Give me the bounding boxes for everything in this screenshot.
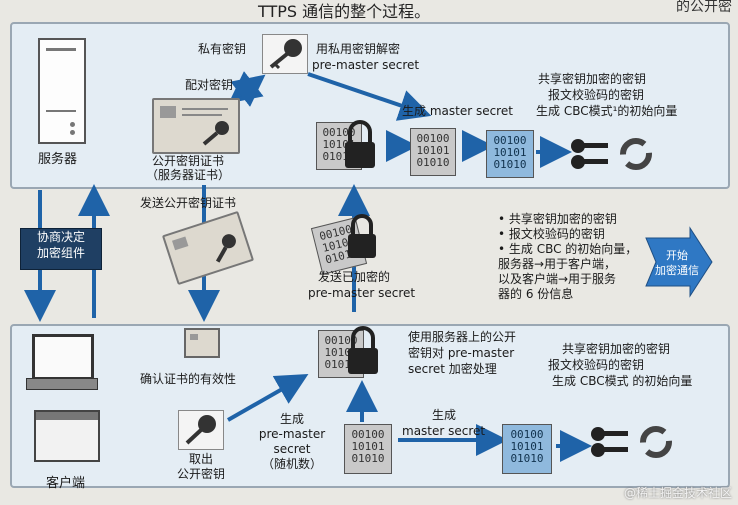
- client-gen-master-line2: master secret: [402, 424, 486, 438]
- watermark: @稀土掘金技术社区: [623, 486, 732, 500]
- send-encrypted-line1: 发送已加密的: [318, 270, 391, 284]
- client-keys-icon: [588, 422, 632, 462]
- cert-label-line2: （服务器证书）: [146, 168, 231, 182]
- server-refresh-icon: [616, 134, 656, 174]
- server-keys-icon: [568, 134, 612, 174]
- sent-certificate-icon: [161, 210, 255, 286]
- client-gen-master-line1: 生成: [432, 408, 457, 422]
- private-key-label: 私有密钥: [198, 42, 247, 56]
- take-key-label: 取出 公开密钥: [176, 452, 225, 481]
- client-shared-line2: 报文校验码的密钥: [548, 358, 645, 372]
- server-lock-icon: [342, 120, 378, 170]
- send-cert-label: 发送公开密钥证书: [140, 196, 237, 210]
- gen-pre-master-label: 生成 pre-master secret （随机数）: [258, 412, 326, 471]
- server-shared-line3: 生成 CBC模式¹的初始向量: [536, 104, 678, 118]
- laptop-icon: [26, 334, 98, 392]
- verify-cert-label: 确认证书的有效性: [140, 372, 237, 386]
- summary-bullets: • 共享密钥加密的密钥 • 报文校验码的密钥 • 生成 CBC 的初始向量， 服…: [498, 212, 638, 301]
- start-arrow-shape: [645, 226, 713, 298]
- client-refresh-icon: [636, 422, 676, 462]
- client-public-key-icon: [178, 410, 224, 450]
- private-key-icon: [262, 34, 308, 74]
- negotiate-cipher-box: 协商决定 加密组件: [20, 228, 102, 270]
- decrypt-label-line2: pre-master secret: [312, 58, 420, 72]
- client-label: 客户端: [46, 476, 86, 491]
- cert-label-line1: 公开密钥证书: [152, 154, 225, 168]
- server-shared-line2: 报文校验码的密钥: [548, 88, 645, 102]
- client-window-icon: [34, 410, 100, 462]
- encrypt-line1: 使用服务器上的公开: [408, 330, 517, 344]
- decrypt-label-line1: 用私用密钥解密: [316, 42, 401, 56]
- start-encrypted-label: 开始 加密通信: [655, 249, 699, 277]
- server-gen-master-label: 生成 master secret: [402, 104, 513, 118]
- server-shared-line1: 共享密钥加密的密钥: [538, 72, 647, 86]
- server-tower-icon: [38, 38, 86, 144]
- send-encrypted-line2: pre-master secret: [308, 286, 416, 300]
- page-title-fragment: TTPS 通信的整个过程。: [258, 2, 431, 21]
- client-shared-line3: 生成 CBC模式 的初始向量: [552, 374, 693, 388]
- pair-key-label: 配对密钥: [185, 78, 234, 92]
- encrypt-line2: 密钥对 pre-master: [408, 346, 515, 360]
- client-shared-line1: 共享密钥加密的密钥: [562, 342, 671, 356]
- encrypt-line3: secret 加密处理: [408, 362, 497, 376]
- page-title-right: 的公开密: [676, 0, 732, 15]
- certificate-icon: [152, 98, 240, 154]
- client-lock-icon: [346, 326, 380, 376]
- server-label: 服务器: [38, 152, 78, 167]
- verify-cert-icon: [184, 328, 220, 358]
- sent-lock-icon: [346, 214, 378, 260]
